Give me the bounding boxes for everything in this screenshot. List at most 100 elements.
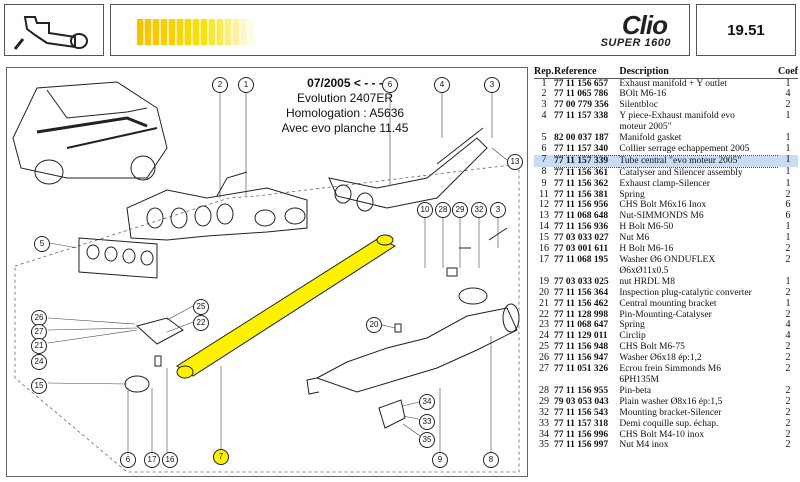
cell-desc: Collier serrage echappement 2005 xyxy=(619,143,750,154)
callout-1[interactable]: 1 xyxy=(238,77,254,93)
cell-rep: 28 xyxy=(538,384,549,396)
cell-ref: 77 11 156 956 xyxy=(553,200,609,211)
cell-desc: CHS Bolt M6-75 xyxy=(619,342,685,353)
cell-ref: 77 11 128 998 xyxy=(553,309,609,320)
callout-2[interactable]: 2 xyxy=(212,77,228,93)
cell-rep: 1 xyxy=(541,77,547,89)
cell-coef: 6 xyxy=(785,199,791,211)
table-header-row: Rep. Reference Description Coef xyxy=(534,66,798,79)
callout-10[interactable]: 10 xyxy=(417,202,433,218)
callout-6[interactable]: 6 xyxy=(382,77,398,93)
exhaust-silhouette-icon xyxy=(13,16,88,50)
table-row[interactable]: 6PH135M xyxy=(534,375,798,386)
callout-34[interactable]: 34 xyxy=(419,394,435,410)
callout-8[interactable]: 8 xyxy=(483,452,499,468)
callout-25[interactable]: 25 xyxy=(193,299,209,315)
callout-24[interactable]: 24 xyxy=(31,354,47,370)
cell-rep: 7 xyxy=(534,154,554,168)
cell-coef: 1 xyxy=(785,221,791,233)
callout-17[interactable]: 17 xyxy=(144,452,160,468)
car-outline xyxy=(12,81,168,185)
manifold-gasket xyxy=(78,237,158,279)
cell-rep: 8 xyxy=(541,166,547,178)
callout-32[interactable]: 32 xyxy=(471,202,487,218)
leader-lines xyxy=(47,90,508,456)
cell-desc: Inspection plug-catalytic converter xyxy=(619,287,752,298)
callout-3b[interactable]: 3 xyxy=(490,202,506,218)
callout-7[interactable]: 7 xyxy=(213,449,229,465)
cell-desc: Pin-beta xyxy=(619,385,652,396)
cell-coef: 2 xyxy=(785,341,791,353)
cell-desc: Manifold gasket xyxy=(619,133,682,144)
callout-29[interactable]: 29 xyxy=(452,202,468,218)
brand-stripes xyxy=(137,19,257,45)
cell-desc: Y piece-Exhaust manifold evo xyxy=(619,111,735,122)
callout-21[interactable]: 21 xyxy=(31,338,47,354)
cell-desc: Demi coquille sup. échap. xyxy=(619,418,719,429)
cell-coef: 2 xyxy=(785,308,791,320)
callout-22[interactable]: 22 xyxy=(193,315,209,331)
callout-9[interactable]: 9 xyxy=(432,452,448,468)
callout-28[interactable]: 28 xyxy=(435,202,451,218)
callout-15[interactable]: 15 xyxy=(31,378,47,394)
callout-6b[interactable]: 6 xyxy=(120,452,136,468)
callout-20[interactable]: 20 xyxy=(366,317,382,333)
cell-ref: 77 11 156 361 xyxy=(553,167,609,178)
cell-desc: BOlt M6-16 xyxy=(619,89,667,100)
callout-4[interactable]: 4 xyxy=(434,77,450,93)
callout-27[interactable]: 27 xyxy=(31,324,47,340)
cell-coef: 1 xyxy=(785,297,791,309)
cell-desc: Spring xyxy=(619,189,645,200)
cell-coef: 2 xyxy=(785,384,791,396)
table-row[interactable]: moteur 2005" xyxy=(534,122,798,133)
cell-ref: 79 03 053 043 xyxy=(553,396,609,407)
cell-coef: 4 xyxy=(785,330,791,342)
cell-ref: 77 11 156 364 xyxy=(553,287,609,298)
cell-desc: CHS Bolt M6x16 Inox xyxy=(619,200,707,211)
callout-3[interactable]: 3 xyxy=(484,77,500,93)
callout-35[interactable]: 35 xyxy=(419,432,435,448)
table-row[interactable]: Ø6xØ11x0.5 xyxy=(534,266,798,277)
callout-13[interactable]: 13 xyxy=(507,154,523,170)
cell-coef: 1 xyxy=(785,166,791,178)
callout-16[interactable]: 16 xyxy=(162,452,178,468)
callout-5[interactable]: 5 xyxy=(34,236,50,252)
callout-33[interactable]: 33 xyxy=(419,414,435,430)
cell-coef: 1 xyxy=(785,232,791,244)
cell-desc: Circlip xyxy=(619,331,646,342)
note-planche: Avec evo planche 11.45 xyxy=(281,121,409,135)
cell-rep: 26 xyxy=(538,352,549,364)
